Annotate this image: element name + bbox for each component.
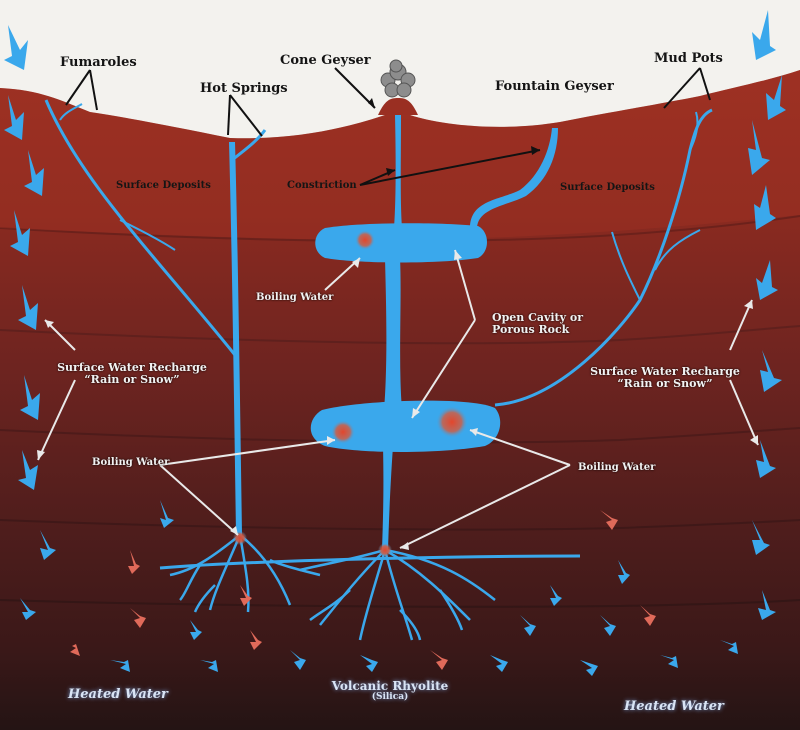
leader-lines-light [37, 249, 759, 549]
rain-arrow-right-8 [752, 520, 770, 555]
rain-arrow-left-2 [4, 95, 24, 140]
label-hot-springs: Hot Springs [200, 81, 288, 96]
label-surface-deposits-right: Surface Deposits [560, 182, 655, 193]
label-recharge-right-line2: “Rain or Snow” [617, 377, 713, 391]
label-boiling-water-left: Boiling Water [92, 457, 170, 468]
label-recharge-left-line1: Surface Water Recharge [57, 361, 207, 374]
label-volcanic-rhyolite: Volcanic Rhyolite (Silica) [330, 679, 450, 703]
label-open-cavity: Open Cavity or Porous Rock [492, 311, 583, 337]
rain-arrow-right-3 [748, 120, 770, 175]
rain-arrow-left-4 [10, 210, 30, 256]
label-silica: (Silica) [371, 692, 409, 703]
mud-pot-conduit [494, 108, 713, 407]
label-recharge-left: Surface Water Recharge “Rain or Snow” [52, 361, 212, 387]
rain-arrow-right-5 [756, 260, 778, 300]
rain-arrow-left-7 [18, 450, 38, 490]
deep-channel [159, 554, 581, 570]
rain-arrow-left-5 [18, 285, 38, 330]
upper-reservoir [315, 223, 487, 263]
recharge-arrows [4, 10, 786, 620]
rain-arrow-right-7 [756, 440, 776, 478]
geyser-cone [378, 98, 418, 115]
rain-arrow-left-3 [24, 150, 44, 196]
rain-arrow-right-2 [766, 75, 786, 120]
left-root-network [169, 534, 321, 613]
label-boiling-water-upper: Boiling Water [256, 292, 334, 303]
rain-arrow-right-6 [760, 350, 782, 392]
label-volcanic-rhyolite-text: Volcanic Rhyolite [331, 679, 449, 693]
hot-springs-conduit [229, 142, 242, 535]
label-fumaroles: Fumaroles [60, 55, 137, 70]
label-recharge-left-line2: “Rain or Snow” [84, 373, 180, 387]
label-open-cavity-line1: Open Cavity or [492, 311, 583, 324]
label-constriction: Constriction [287, 180, 357, 191]
label-cone-geyser: Cone Geyser [280, 53, 371, 68]
rain-arrow-right-4 [754, 185, 776, 230]
cone-geyser-conduit [394, 115, 402, 228]
label-mud-pots: Mud Pots [654, 51, 723, 66]
rain-arrow-left-1 [4, 25, 28, 70]
label-heated-water-right: Heated Water [624, 699, 724, 714]
label-boiling-water-right: Boiling Water [578, 462, 656, 473]
fountain-geyser-conduit [470, 128, 558, 228]
label-recharge-right: Surface Water Recharge “Rain or Snow” [582, 365, 748, 391]
center-root-network [299, 548, 496, 641]
rain-arrow-right-1 [752, 10, 776, 60]
label-open-cavity-line2: Porous Rock [492, 323, 570, 337]
label-recharge-right-line1: Surface Water Recharge [590, 365, 740, 378]
label-heated-water-left: Heated Water [68, 687, 168, 702]
leader-arrowheads-dark [368, 98, 540, 176]
label-fountain-geyser: Fountain Geyser [495, 79, 614, 94]
label-surface-deposits-left: Surface Deposits [116, 180, 211, 191]
steam-plume [380, 59, 416, 98]
reservoir-connector [384, 258, 402, 410]
rain-arrow-right-9 [758, 590, 776, 620]
rain-arrow-left-6 [20, 375, 40, 420]
deep-feeder [382, 446, 393, 550]
strata-bands [0, 215, 800, 608]
heat-arrows [20, 500, 738, 676]
leader-arrowheads-light [37, 250, 758, 550]
fumarole-conduit [44, 99, 237, 356]
